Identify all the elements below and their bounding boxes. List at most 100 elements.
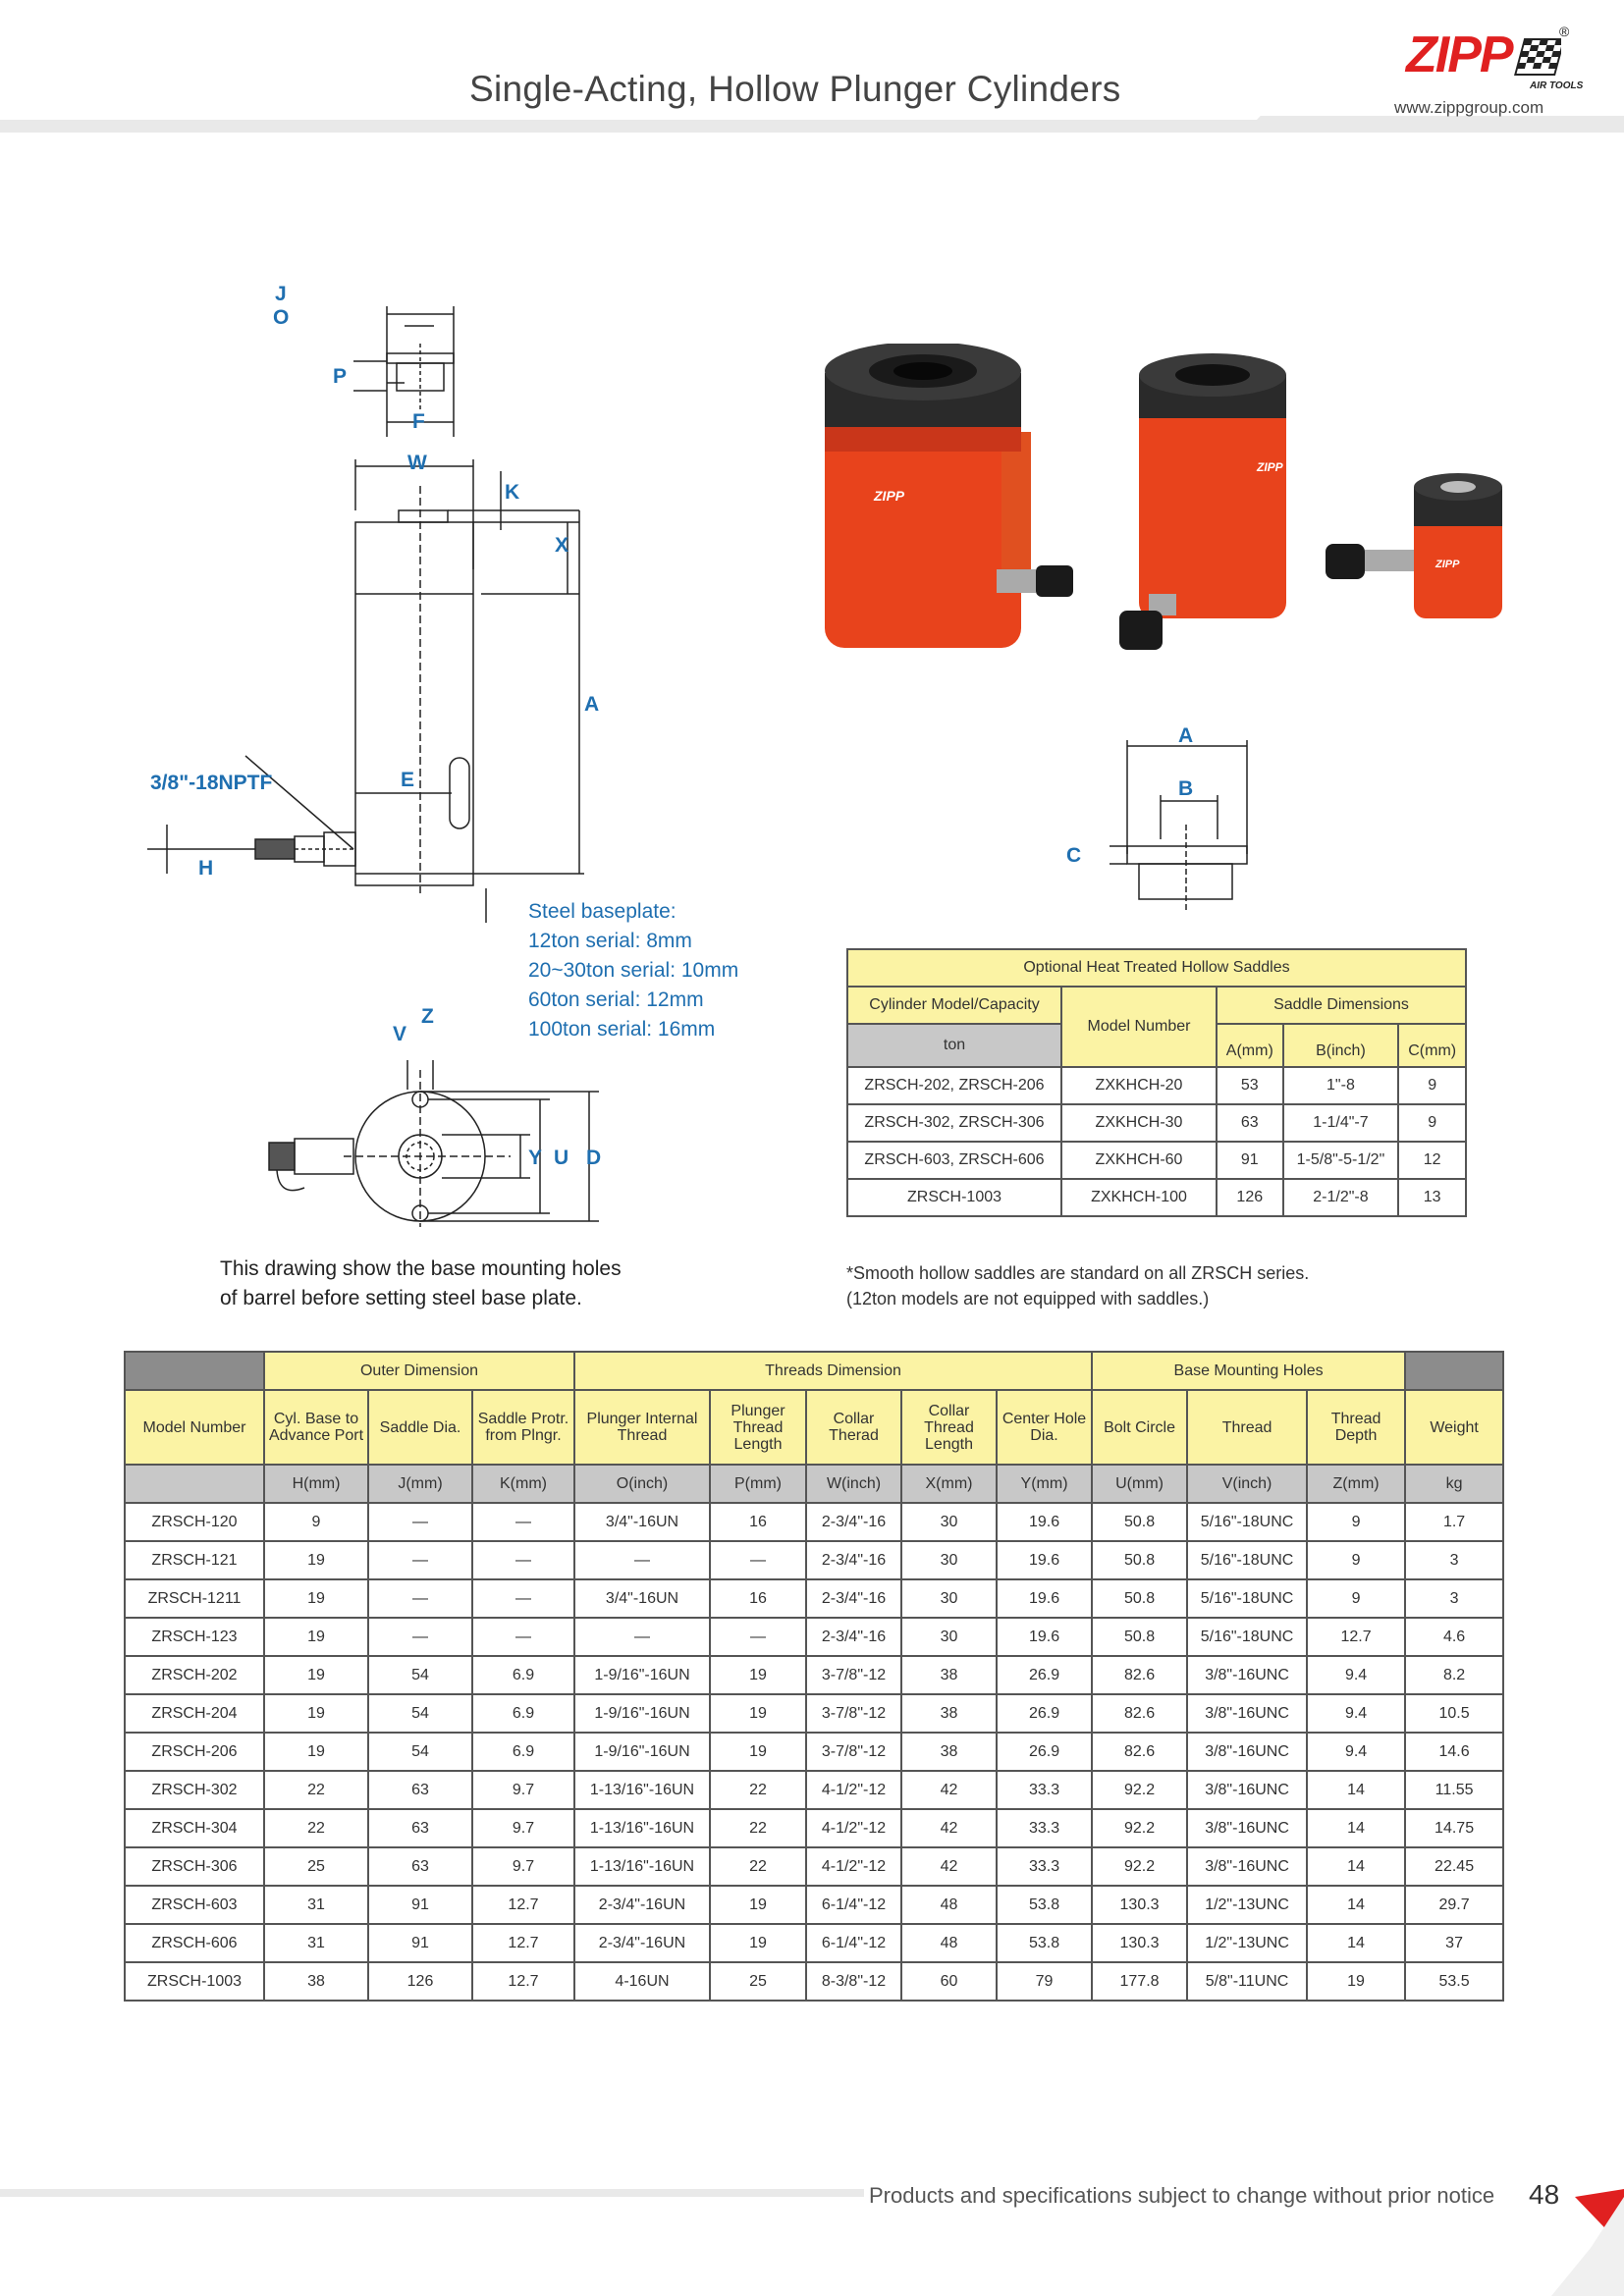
saddle-note-line: *Smooth hollow saddles are standard on a… (846, 1263, 1310, 1283)
footer-disclaimer: Products and specifications subject to c… (869, 2183, 1495, 2208)
dim-label-V: V (393, 1023, 407, 1045)
spec-cell: 11.55 (1404, 1770, 1505, 1810)
table-row: ZRSCH-302, ZRSCH-306 ZXKHCH-30 63 1-1/4"… (846, 1103, 1467, 1143)
spec-cell: 42 (900, 1846, 998, 1887)
cell: 1-1/4"-7 (1281, 1103, 1400, 1143)
cell: ZXKHCH-60 (1060, 1141, 1218, 1180)
spec-cell: 30 (900, 1617, 998, 1657)
dim-label-P: P (333, 365, 348, 388)
spec-cell: 4-1/2"-12 (805, 1846, 902, 1887)
unit-cell: kg (1404, 1464, 1505, 1504)
website-url[interactable]: www.zippgroup.com (1394, 98, 1544, 117)
spec-cell: 53.5 (1404, 1961, 1505, 2002)
footer-band (0, 2189, 1624, 2296)
spec-cell: — (367, 1578, 473, 1619)
spec-cell: 9.7 (471, 1808, 575, 1848)
spec-cell: 19 (709, 1885, 807, 1925)
spec-cell: 22 (709, 1770, 807, 1810)
spec-cell: — (471, 1540, 575, 1580)
port-label: 3/8"-18NPTF (150, 772, 273, 794)
cell: 91 (1216, 1141, 1284, 1180)
unit-cell: H(mm) (263, 1464, 369, 1504)
unit-cell: Z(mm) (1306, 1464, 1407, 1504)
unit-ton: ton (846, 1023, 1062, 1068)
spec-cell: 6.9 (471, 1693, 575, 1734)
baseplate-line: Steel baseplate: (528, 900, 677, 923)
model-number-cell: ZRSCH-206 (124, 1732, 265, 1772)
spec-cell: 12.7 (471, 1923, 575, 1963)
dim-label-O: O (273, 306, 290, 329)
spec-cell: 19.6 (995, 1578, 1094, 1619)
unit-cell: U(mm) (1091, 1464, 1189, 1504)
spec-cell: 50.8 (1091, 1617, 1189, 1657)
spec-cell: 2-3/4"-16 (805, 1540, 902, 1580)
spec-cell: — (367, 1540, 473, 1580)
sub-b: B(inch) (1281, 1023, 1400, 1068)
saddle-dim-C: C (1066, 844, 1082, 867)
column-header: Collar Therad (805, 1389, 902, 1466)
spec-cell: 54 (367, 1693, 473, 1734)
spec-cell: 9.7 (471, 1846, 575, 1887)
spec-cell: 63 (367, 1808, 473, 1848)
spec-cell: 25 (709, 1961, 807, 2002)
spec-cell: 6-1/4"-12 (805, 1923, 902, 1963)
spec-cell: 14.6 (1404, 1732, 1505, 1772)
spec-cell: 3-7/8"-12 (805, 1655, 902, 1695)
spec-cell: 9.4 (1306, 1693, 1407, 1734)
checkered-flag-icon (1514, 38, 1561, 76)
spec-cell: 5/16"-18UNC (1186, 1578, 1309, 1619)
cell: ZXKHCH-30 (1060, 1103, 1218, 1143)
page-number: 48 (1529, 2179, 1560, 2210)
dim-label-D: D (586, 1147, 602, 1169)
spec-cell: 19 (263, 1693, 369, 1734)
sub-c: C(mm) (1397, 1023, 1467, 1068)
col-model: Model Number (1060, 986, 1218, 1068)
spec-cell: 9 (263, 1502, 369, 1542)
saddle-note-line: (12ton models are not equipped with sadd… (846, 1289, 1210, 1308)
header-band (0, 0, 1624, 133)
zipp-logo: ZIPP (1406, 27, 1514, 83)
baseplate-line: 60ton serial: 12mm (528, 988, 704, 1011)
product-photo-medium-cylinder: ZIPP (1119, 353, 1286, 650)
spec-cell: 126 (367, 1961, 473, 2002)
col-dims: Saddle Dimensions (1216, 986, 1467, 1025)
spec-cell: 26.9 (995, 1732, 1094, 1772)
spec-cell: 1-13/16"-16UN (573, 1770, 711, 1810)
baseplate-line: 12ton serial: 8mm (528, 930, 692, 952)
spec-cell: 130.3 (1091, 1885, 1189, 1925)
spec-cell: — (573, 1617, 711, 1657)
model-number-cell: ZRSCH-121 (124, 1540, 265, 1580)
spec-cell: 3 (1404, 1578, 1505, 1619)
column-header: Saddle Dia. (367, 1389, 473, 1466)
spec-cell: 4-1/2"-12 (805, 1808, 902, 1848)
base-mounting-note: This drawing show the base mounting hole… (220, 1255, 622, 1313)
spec-cell: 54 (367, 1655, 473, 1695)
spec-cell: 1-13/16"-16UN (573, 1846, 711, 1887)
spec-cell: 50.8 (1091, 1578, 1189, 1619)
table-row: ZRSCH-603, ZRSCH-606 ZXKHCH-60 91 1-5/8"… (846, 1141, 1467, 1180)
spec-cell: 2-3/4"-16 (805, 1502, 902, 1542)
column-header: Plunger Internal Thread (573, 1389, 711, 1466)
spec-cell: 4-1/2"-12 (805, 1770, 902, 1810)
group-outer: Outer Dimension (263, 1351, 575, 1391)
spec-cell: 19 (1306, 1961, 1407, 2002)
spec-cell: 5/8"-11UNC (1186, 1961, 1309, 2002)
spec-cell: 60 (900, 1961, 998, 2002)
dim-label-Z: Z (421, 1005, 434, 1028)
spec-cell: 50.8 (1091, 1502, 1189, 1542)
spec-cell: 3/8"-16UNC (1186, 1770, 1309, 1810)
unit-cell (124, 1464, 265, 1504)
spec-cell: 38 (900, 1693, 998, 1734)
dim-label-E: E (401, 769, 415, 791)
model-number-cell: ZRSCH-202 (124, 1655, 265, 1695)
product-photo-small-cylinder: ZIPP (1326, 473, 1502, 618)
spec-cell: 8.2 (1404, 1655, 1505, 1695)
spec-cell: 22 (263, 1808, 369, 1848)
spec-cell: 22 (263, 1770, 369, 1810)
spec-cell: — (367, 1502, 473, 1542)
spec-cell: 5/16"-18UNC (1186, 1540, 1309, 1580)
